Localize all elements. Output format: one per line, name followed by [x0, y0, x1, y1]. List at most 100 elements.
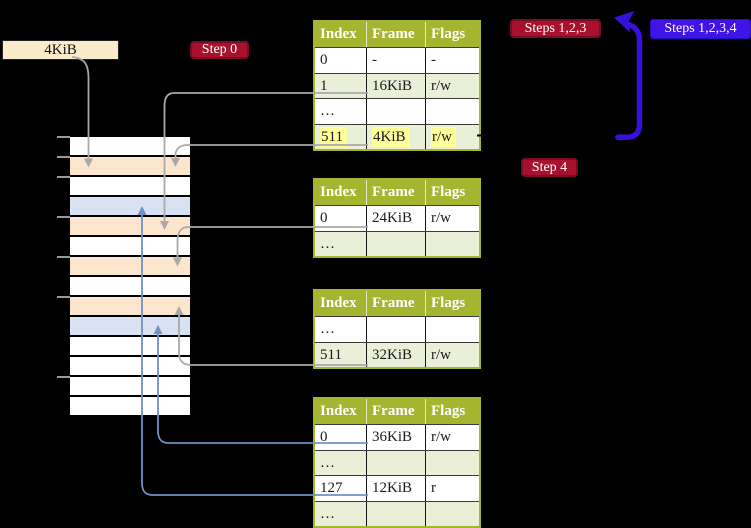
table-1-cell	[367, 99, 426, 124]
memory-row-11	[70, 337, 190, 357]
table-3-row-…: …	[315, 316, 479, 342]
table-2-header-frame: Frame	[367, 180, 426, 206]
table-3-cell	[426, 317, 479, 341]
memory-row-12	[70, 357, 190, 377]
table-1-cell: -	[367, 48, 426, 73]
table-2-cell: 24KiB	[367, 206, 426, 231]
table-1-cell: 0	[315, 48, 367, 73]
table-4-cell: 12KiB	[367, 476, 426, 501]
memory-row-14	[70, 397, 190, 417]
memory-row-5	[70, 217, 190, 237]
table-1-cell: 16KiB	[367, 73, 426, 99]
table-2-cell	[426, 232, 479, 256]
table-3-header-flags: Flags	[431, 295, 466, 311]
table-4-cell	[367, 501, 426, 526]
table-1-cell: r/w	[431, 77, 451, 94]
memory-row-8	[70, 277, 190, 297]
highlighted-value: r/w	[431, 126, 456, 147]
memory-row-1	[70, 137, 190, 157]
table-4-cell	[426, 451, 479, 475]
highlighted-value: 511	[320, 126, 347, 147]
memory-row-7	[70, 257, 190, 277]
table-4-cell: r	[431, 480, 436, 497]
table-4-cell	[367, 450, 426, 476]
table-3-cell: 32KiB	[367, 342, 426, 368]
highlighted-value: 4KiB	[372, 126, 410, 147]
tick-mark	[57, 156, 70, 158]
tick-mark	[57, 376, 70, 378]
tick-mark	[57, 256, 70, 258]
table-1-row-…: …	[315, 98, 479, 124]
badge-steps-1-2-3-label: Steps 1,2,3	[524, 21, 587, 36]
memory-row-2	[70, 157, 190, 177]
badge-step-4-label: Step 4	[531, 160, 568, 175]
tick-mark	[57, 296, 70, 298]
table-2-cell	[367, 231, 426, 257]
memory-row-6	[70, 237, 190, 257]
table-4-cell: …	[315, 501, 367, 526]
table-1-header-flags: Flags	[431, 26, 466, 42]
table-1-header-frame: Frame	[367, 22, 426, 48]
badge-step-4: Step 4	[521, 158, 578, 177]
table-1-row-0: 0--	[315, 47, 479, 73]
memory-row-3	[70, 177, 190, 197]
table-1-cell: …	[315, 99, 367, 124]
tick-mark	[57, 136, 70, 138]
table-1-cell: 511	[315, 124, 367, 149]
table-1-cell: 4KiB	[367, 124, 426, 149]
table-2-cell: 0	[315, 206, 367, 231]
free-frame-label: 4KiB	[44, 42, 77, 58]
memory-row-4	[70, 197, 190, 217]
memory-row-13	[70, 377, 190, 397]
tick-mark	[57, 216, 70, 218]
table-4-header-frame: Frame	[367, 399, 426, 425]
table-4-cell: 36KiB	[367, 425, 426, 450]
table-2-row-…: …	[315, 230, 479, 257]
table-1-header-index: Index	[315, 22, 367, 48]
table-1-cell: -	[431, 52, 436, 69]
table-4-cell: 0	[315, 425, 367, 450]
table-2-header-flags: Flags	[431, 184, 466, 200]
tick-mark	[57, 176, 70, 178]
table-2-header-index: Index	[315, 180, 367, 206]
memory-row-10	[70, 317, 190, 337]
badge-step-0-label: Step 0	[201, 42, 238, 57]
table-2-cell: r/w	[431, 210, 451, 227]
table-3-header-index: Index	[315, 291, 367, 317]
table-1-cell: 1	[315, 73, 367, 99]
table-1-row-511: 511 4KiB r/w	[315, 123, 479, 149]
table-3-header-frame: Frame	[367, 291, 426, 317]
table-4-row-…: …	[315, 449, 479, 476]
badge-steps-1-2-3-4-label: Steps 1,2,3,4	[664, 21, 737, 36]
badge-steps-1-2-3-4: Steps 1,2,3,4	[650, 19, 751, 39]
table-3-cell	[367, 317, 426, 342]
table-4-cell	[426, 502, 479, 526]
table-4-cell: r/w	[431, 429, 451, 446]
free-frame-box: 4KiB	[2, 40, 119, 60]
loop-arrow-head-icon	[614, 11, 635, 33]
physical-memory-stack	[70, 137, 190, 417]
table-4-row-…: …	[315, 500, 479, 526]
badge-steps-1-2-3: Steps 1,2,3	[510, 19, 601, 38]
table-1-cell: r/w	[426, 125, 479, 149]
loop-arrow-shaft	[615, 21, 643, 140]
table-1-cell	[426, 99, 479, 123]
table-3-cell: …	[315, 317, 367, 342]
table-4-header-index: Index	[315, 399, 367, 425]
table-4-cell: …	[315, 450, 367, 476]
table-3-cell: r/w	[431, 346, 451, 363]
